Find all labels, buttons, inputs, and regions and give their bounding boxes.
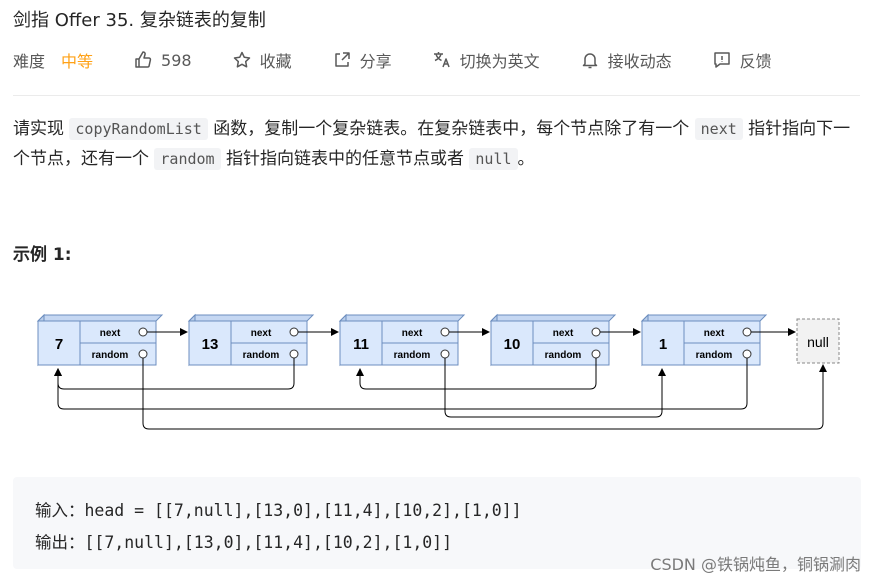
null-node bbox=[796, 318, 840, 364]
description-text: 指针指向下一个节点，还有一个 bbox=[13, 119, 851, 169]
description-text: 请实现 bbox=[13, 119, 70, 139]
notify-button[interactable]: 接收动态 bbox=[580, 48, 672, 72]
random-arrow-7-to-null bbox=[142, 358, 827, 430]
random-pointer-dot bbox=[742, 349, 752, 359]
inline-code-null: null bbox=[469, 148, 518, 170]
like-count: 598 bbox=[161, 50, 192, 70]
node-random-cell bbox=[230, 342, 308, 366]
node-value: 13 bbox=[202, 336, 219, 353]
feedback-icon bbox=[712, 50, 732, 70]
next-pointer-dot bbox=[289, 327, 299, 337]
random-pointer-dot bbox=[138, 349, 148, 359]
node-random-label: random bbox=[545, 350, 582, 361]
node-top-face bbox=[36, 314, 164, 322]
problem-title: 剑指 Offer 35. 复杂链表的复制 bbox=[13, 10, 266, 31]
random-pointer-dot bbox=[591, 349, 601, 359]
next-pointer-dot bbox=[138, 327, 148, 337]
next-pointer-dot bbox=[591, 327, 601, 337]
example-code-block: 输入：head = [[7,null],[13,0],[11,4],[10,2]… bbox=[13, 477, 861, 569]
node-random-label: random bbox=[243, 350, 280, 361]
random-pointer-dot bbox=[440, 349, 450, 359]
inline-code-random: random bbox=[154, 148, 221, 170]
feedback-label: 反馈 bbox=[739, 52, 772, 71]
node-random-cell bbox=[683, 342, 761, 366]
difficulty-label: 难度 bbox=[13, 52, 46, 71]
problem-description: 请实现 copyRandomList 函数，复制一个复杂链表。在复杂链表中，每个… bbox=[13, 114, 863, 174]
feedback-button[interactable]: 反馈 bbox=[712, 48, 772, 72]
random-arrow-1-to-7 bbox=[54, 358, 748, 410]
share-button[interactable]: 分享 bbox=[332, 48, 392, 72]
node-top-face bbox=[640, 314, 768, 322]
inline-code-next: next bbox=[694, 118, 743, 140]
node-top-face bbox=[187, 314, 315, 322]
node-top-face bbox=[489, 314, 617, 322]
notify-label: 接收动态 bbox=[607, 52, 672, 71]
share-label: 分享 bbox=[359, 52, 392, 71]
favorite-button[interactable]: 收藏 bbox=[232, 48, 292, 72]
node-value: 10 bbox=[504, 336, 521, 353]
inline-code-function: copyRandomList bbox=[69, 118, 208, 140]
translate-label: 切换为英文 bbox=[459, 52, 540, 71]
node-value-cell bbox=[188, 320, 232, 366]
bell-icon bbox=[580, 50, 600, 70]
example-heading: 示例 1: bbox=[13, 245, 72, 265]
node-top-face bbox=[338, 314, 466, 322]
node-value-cell bbox=[339, 320, 383, 366]
node-next-label: next bbox=[704, 328, 725, 339]
difficulty-badge: 中等 bbox=[61, 52, 94, 71]
translate-icon bbox=[432, 50, 452, 70]
next-pointer-dot bbox=[742, 327, 752, 337]
node-next-label: next bbox=[553, 328, 574, 339]
share-icon bbox=[332, 50, 352, 70]
description-text: 。 bbox=[517, 149, 535, 169]
star-icon bbox=[232, 50, 252, 70]
example-input-line: 输入：head = [[7,null],[13,0],[11,4],[10,2]… bbox=[35, 501, 522, 520]
node-random-cell bbox=[79, 342, 157, 366]
favorite-label: 收藏 bbox=[259, 52, 292, 71]
node-value-cell bbox=[490, 320, 534, 366]
linked-list-svg: 7 next random 13 next random 11 next random 10 nex… bbox=[36, 313, 840, 430]
node-random-cell bbox=[532, 342, 610, 366]
thumbs-up-icon bbox=[133, 50, 153, 70]
description-text: 指针指向链表中的任意节点或者 bbox=[220, 149, 470, 169]
watermark: CSDN @铁锅炖鱼，铜锅涮肉 bbox=[650, 555, 861, 574]
node-value: 7 bbox=[55, 336, 63, 353]
null-label: null bbox=[807, 334, 829, 350]
random-pointer-dot bbox=[289, 349, 299, 359]
node-next-label: next bbox=[402, 328, 423, 339]
node-value-cell bbox=[641, 320, 685, 366]
node-random-label: random bbox=[394, 350, 431, 361]
node-next-label: next bbox=[251, 328, 272, 339]
node-next-label: next bbox=[100, 328, 121, 339]
node-value-cell bbox=[37, 320, 81, 366]
translate-button[interactable]: 切换为英文 bbox=[432, 48, 540, 72]
like-button[interactable]: 598 bbox=[133, 50, 192, 70]
header-divider bbox=[13, 95, 860, 96]
example-output-line: 输出：[[7,null],[13,0],[11,4],[10,2],[1,0]] bbox=[35, 533, 453, 552]
description-text: 函数，复制一个复杂链表。在复杂链表中，每个节点除了有一个 bbox=[207, 119, 695, 139]
next-pointer-dot bbox=[440, 327, 450, 337]
node-random-cell bbox=[381, 342, 459, 366]
node-value: 11 bbox=[353, 336, 369, 353]
node-random-label: random bbox=[696, 350, 733, 361]
node-random-label: random bbox=[92, 350, 129, 361]
linked-list-diagram: 7 next random 13 next random 11 next random 10 nex… bbox=[30, 305, 850, 439]
random-arrow-10-to-11 bbox=[356, 358, 597, 390]
problem-meta-bar: 难度 中等 598 收藏 分享 切换为英文 接收动态 反馈 bbox=[13, 47, 812, 73]
node-value: 1 bbox=[659, 336, 667, 353]
random-arrow-11-to-1 bbox=[444, 358, 666, 418]
